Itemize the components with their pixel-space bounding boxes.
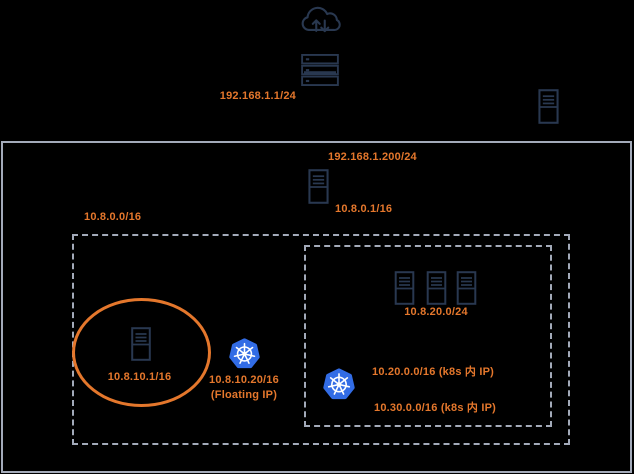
vm-ip-label: 10.8.10.1/16 (107, 371, 172, 383)
server-tower-icon (131, 327, 151, 361)
lan-subnet-label: 10.8.0.0/16 (84, 211, 142, 223)
server-tower-icon (456, 271, 477, 305)
network-switch-icon (301, 54, 339, 86)
server-tower-icon (394, 271, 415, 305)
gateway-wan-ip-label: 192.168.1.200/24 (328, 151, 417, 163)
k8s-cluster-box (304, 245, 552, 427)
pod-cidr-label: 10.20.0.0/16 (k8s 内 IP) (372, 366, 495, 378)
wan-router-ip-label: 192.168.1.1/24 (219, 90, 296, 102)
service-cidr-label: 10.30.0.0/16 (k8s 内 IP) (374, 402, 497, 414)
kubernetes-icon (228, 337, 261, 370)
lan-boundary-box (1, 141, 632, 473)
gateway-lan-ip-label: 10.8.0.1/16 (335, 203, 393, 215)
kubernetes-icon (322, 367, 356, 401)
server-tower-icon (538, 89, 559, 124)
floating-ip-value: 10.8.10.20/16 (209, 374, 279, 386)
server-tower-icon (426, 271, 447, 305)
floating-ip-label: 10.8.10.20/16 (Floating IP) (192, 373, 296, 403)
node-subnet-label: 10.8.20.0/24 (404, 306, 468, 318)
floating-ip-note: (Floating IP) (210, 389, 278, 401)
cloud-internet-icon (298, 4, 343, 38)
server-tower-icon (308, 169, 329, 204)
vm-highlight-ellipse (72, 298, 211, 407)
